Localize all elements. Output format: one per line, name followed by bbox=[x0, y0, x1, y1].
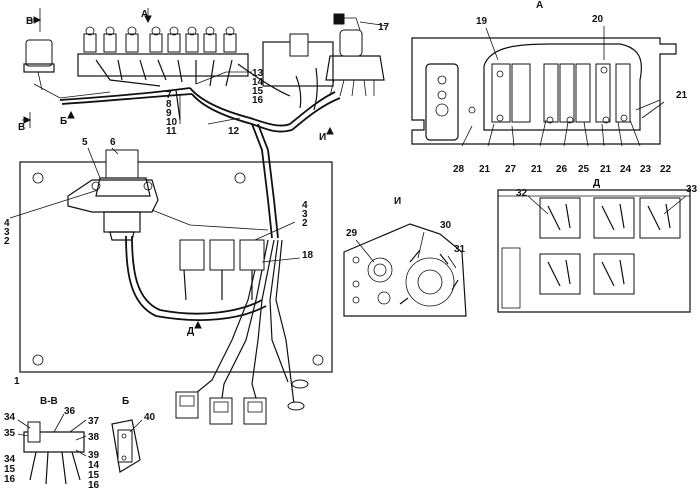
callout-10: 10 bbox=[166, 117, 178, 128]
callout-1: 1 bbox=[14, 376, 20, 387]
callout-27: 27 bbox=[505, 164, 517, 175]
view-label-b-arrow: Б bbox=[60, 116, 67, 127]
view-arrows bbox=[23, 15, 334, 329]
callout-26: 26 bbox=[556, 164, 568, 175]
bottom-connectors bbox=[175, 379, 309, 425]
callout-34-bottom: 34 bbox=[4, 454, 16, 465]
callout-9: 9 bbox=[166, 108, 172, 119]
callout-2-left: 2 bbox=[4, 236, 10, 247]
callout-31: 31 bbox=[454, 244, 466, 255]
callout-3-right: 3 bbox=[302, 209, 308, 220]
view-label-d-title: Д bbox=[593, 178, 600, 189]
callout-labels: 17 13 14 15 16 7 8 9 10 11 12 5 6 4 3 2 … bbox=[4, 14, 698, 491]
callout-14: 14 bbox=[252, 77, 264, 88]
callout-21-d: 21 bbox=[600, 164, 612, 175]
view-i-panel bbox=[343, 223, 467, 317]
callout-20: 20 bbox=[592, 14, 604, 25]
callout-29: 29 bbox=[346, 228, 358, 239]
callout-13: 13 bbox=[252, 68, 264, 79]
view-label-v-top: В bbox=[26, 16, 33, 27]
view-label-a-title: А bbox=[536, 0, 543, 11]
callout-39: 39 bbox=[88, 450, 100, 461]
view-b-panel bbox=[111, 419, 143, 473]
callout-7: 7 bbox=[166, 90, 172, 101]
view-label-i-arrow: И bbox=[319, 132, 326, 143]
toggle-switch bbox=[23, 39, 111, 99]
callout-24: 24 bbox=[620, 164, 632, 175]
callout-3-left: 3 bbox=[4, 227, 10, 238]
callout-30: 30 bbox=[440, 220, 452, 231]
callout-28: 28 bbox=[453, 164, 465, 175]
ignition-switch bbox=[289, 13, 385, 97]
relay-unit bbox=[67, 149, 269, 241]
callout-25: 25 bbox=[578, 164, 590, 175]
view-a-panel bbox=[411, 26, 677, 147]
callout-11: 11 bbox=[166, 126, 177, 137]
callout-32: 32 bbox=[516, 188, 528, 199]
callout-23: 23 bbox=[640, 164, 652, 175]
wire-harness bbox=[59, 59, 341, 405]
top-fuses bbox=[83, 26, 237, 53]
callout-16: 16 bbox=[252, 95, 264, 106]
view-label-a-arrow: А bbox=[141, 9, 148, 20]
callout-21-c: 21 bbox=[531, 164, 543, 175]
view-labels: В В А А Б И И Д Д В-В Б bbox=[18, 0, 600, 407]
view-label-i-title: И bbox=[394, 196, 401, 207]
main-leaders bbox=[9, 8, 389, 263]
callout-19: 19 bbox=[476, 16, 488, 27]
callout-18: 18 bbox=[302, 250, 314, 261]
view-d-panel bbox=[497, 189, 691, 313]
main-mounting-panel bbox=[19, 161, 333, 373]
callout-4-left: 4 bbox=[4, 218, 10, 229]
callout-15: 15 bbox=[252, 86, 264, 97]
relay-block bbox=[179, 239, 265, 301]
callout-36: 36 bbox=[64, 406, 76, 417]
callout-2-right: 2 bbox=[302, 218, 308, 229]
callout-40: 40 bbox=[144, 412, 156, 423]
callout-14-vv-right: 14 bbox=[88, 460, 100, 471]
callout-15-vv-left: 15 bbox=[4, 464, 16, 475]
callout-34-top: 34 bbox=[4, 412, 16, 423]
callout-21-a: 21 bbox=[676, 90, 688, 101]
view-vv-panel bbox=[17, 413, 87, 485]
callout-15-vv-right: 15 bbox=[88, 470, 100, 481]
callout-22: 22 bbox=[660, 164, 672, 175]
callout-12: 12 bbox=[228, 126, 240, 137]
view-label-vv-title: В-В bbox=[40, 396, 58, 407]
callout-35: 35 bbox=[4, 428, 16, 439]
callout-5: 5 bbox=[82, 137, 88, 148]
view-label-b-title: Б bbox=[122, 396, 129, 407]
callout-4-right: 4 bbox=[302, 200, 308, 211]
callout-21-b: 21 bbox=[479, 164, 491, 175]
callout-16-vv-right: 16 bbox=[88, 480, 100, 491]
callout-16-vv-left: 16 bbox=[4, 474, 16, 485]
callout-17: 17 bbox=[378, 22, 390, 33]
view-label-v-bottom: В bbox=[18, 122, 25, 133]
callout-8: 8 bbox=[166, 99, 172, 110]
view-label-d-arrow: Д bbox=[187, 326, 194, 337]
callout-38: 38 bbox=[88, 432, 100, 443]
callout-33: 33 bbox=[686, 184, 698, 195]
callout-6: 6 bbox=[110, 137, 116, 148]
callout-37: 37 bbox=[88, 416, 100, 427]
